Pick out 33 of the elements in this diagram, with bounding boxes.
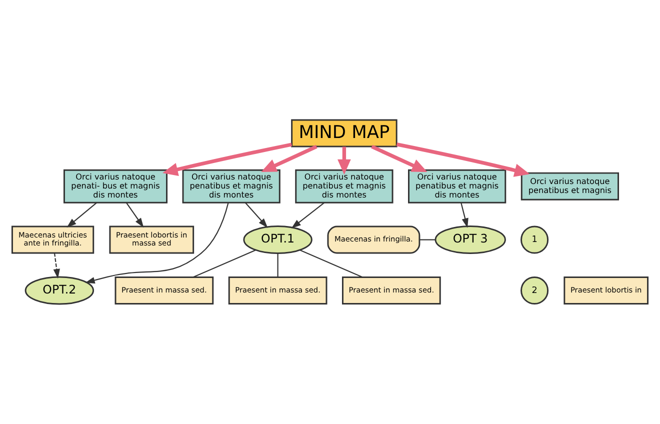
node-box: Orci varius natoque penatibus et magnis dis montes — [182, 169, 280, 204]
node-box: Praesent in massa sed. — [114, 276, 214, 304]
node-box: Maecenas in fringilla. — [327, 226, 420, 254]
node-box: Maecenas ultricies ante in fringilla. — [11, 226, 94, 254]
arrow — [338, 146, 351, 175]
node-box: Orci varius natoque penatibus et magnis dis montes — [295, 169, 394, 204]
node-box: Orci varius natoque penati- bus et magnis dis montes — [63, 169, 168, 204]
node-box: Praesent lobortis in massa sed — [109, 226, 194, 254]
arrow — [66, 202, 98, 228]
connector — [420, 239, 436, 240]
arrow — [460, 202, 468, 228]
node-circle: 1 — [520, 226, 549, 254]
arrow — [85, 202, 229, 284]
node-ellipse: OPT 3 — [434, 226, 506, 254]
arrow — [53, 253, 60, 279]
node-box: Praesent in massa sed. — [228, 276, 328, 304]
node-box: Orci varius natoque penatibus et magnis — [520, 172, 620, 200]
arrow — [261, 144, 318, 172]
arrow — [244, 202, 268, 228]
node-box: Praesent in massa sed. — [342, 276, 441, 304]
arrow — [162, 142, 292, 176]
arrow — [126, 202, 144, 228]
node-box: Orci varius natoque penatibus et magnis dis montes — [408, 169, 506, 204]
connector — [300, 250, 363, 278]
connector — [277, 253, 278, 278]
arrow — [396, 142, 530, 177]
node-circle: 2 — [520, 276, 549, 304]
arrow — [291, 202, 325, 228]
connector — [192, 250, 256, 278]
node-ellipse: OPT.1 — [243, 226, 312, 254]
node-box: Praesent lobortis in — [564, 276, 649, 304]
arrow — [371, 144, 428, 172]
node-box: MIND MAP — [291, 119, 398, 148]
